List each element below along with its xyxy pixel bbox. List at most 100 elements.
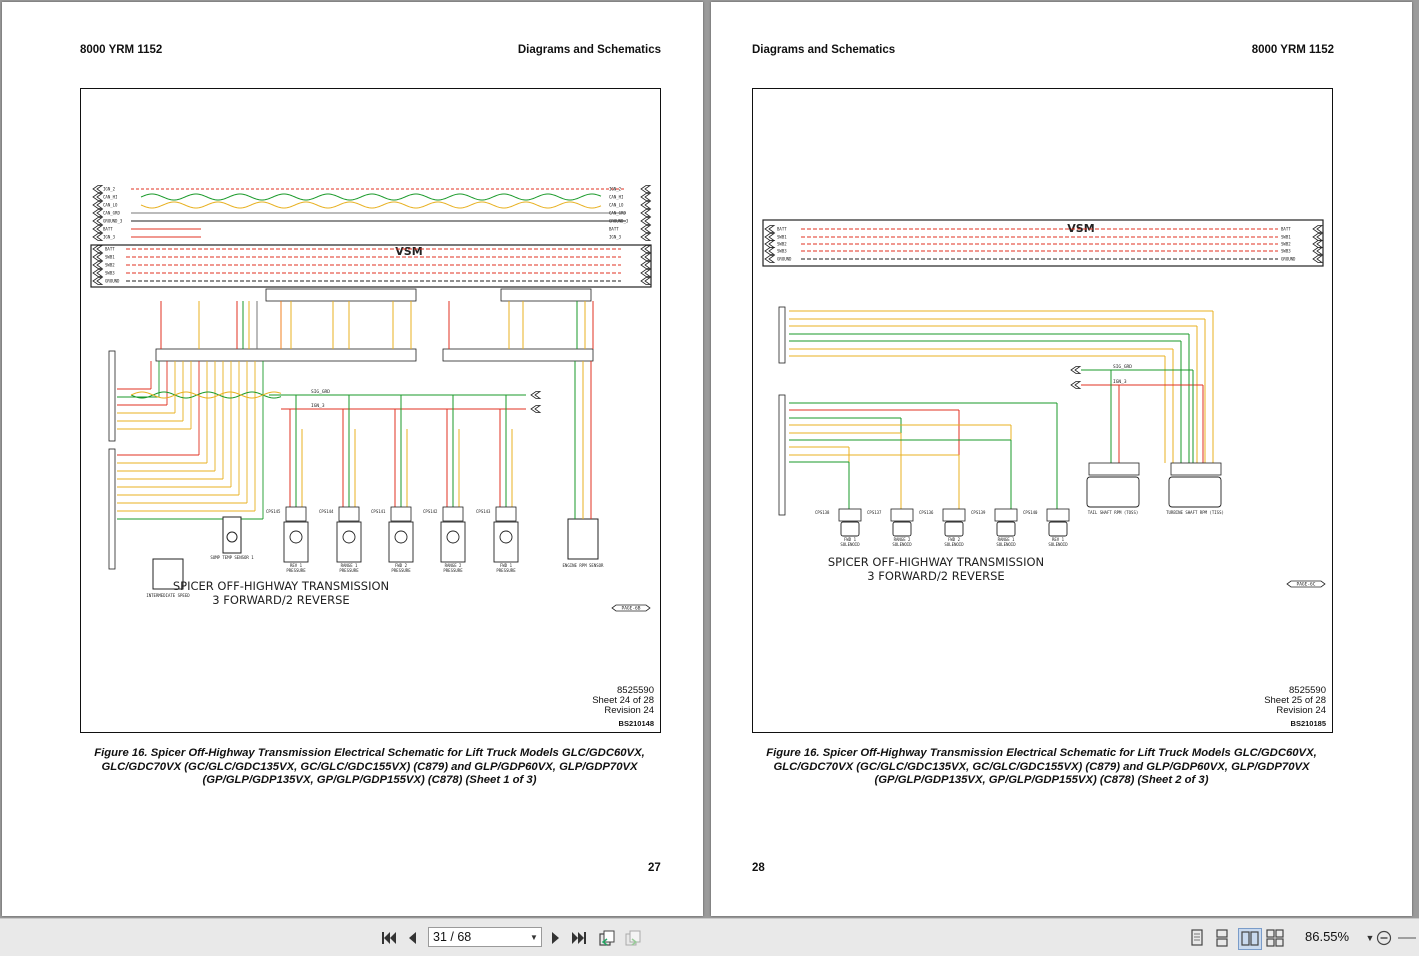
bus-line-label: IGN_2	[609, 187, 622, 192]
two-page-continuous-button[interactable]	[1266, 928, 1284, 948]
vsm-line-label: SWB2	[1281, 242, 1291, 247]
bus-connector-left	[92, 233, 104, 241]
rpm-sensor-label: TAIL SHAFT RPM (TOSS)	[1088, 510, 1139, 515]
solenoid-body	[944, 521, 964, 537]
first-page-button[interactable]	[380, 928, 398, 948]
rpm-sensor-body	[1168, 476, 1222, 508]
rpm-sensor-connector	[1088, 462, 1140, 476]
bus-connector-right	[640, 201, 652, 209]
vsm-connector-left	[764, 240, 776, 248]
page-reference-box	[611, 604, 651, 612]
engine-rpm-sensor	[567, 518, 599, 560]
pressure-sensor-body	[440, 521, 466, 563]
sensor-connector-label: CPS145	[266, 509, 281, 514]
connector-cps128	[108, 448, 116, 570]
skip-back-icon	[382, 932, 396, 944]
vsm-line-label: SWB3	[1281, 249, 1291, 254]
next-view-icon	[625, 930, 641, 946]
twisted-pair-wire	[130, 391, 282, 399]
solenoid-connector	[838, 508, 862, 522]
page-number-input[interactable]: 31 / 68 ▼	[428, 927, 542, 947]
bus-connector-left	[92, 217, 104, 225]
bus-connector-left	[92, 185, 104, 193]
diagram-title: SPICER OFF-HIGHWAY TRANSMISSION	[828, 555, 1044, 569]
vsm-connector-left	[92, 269, 104, 277]
vsm-connector-left	[764, 255, 776, 263]
vsm-connector-left	[764, 233, 776, 241]
sensor-label: FWD 1	[500, 563, 513, 568]
two-page-view-button[interactable]	[1238, 928, 1262, 950]
solenoid-connector	[890, 508, 914, 522]
viewer-toolbar: 31 / 68 ▼ 86.55% ▼	[0, 918, 1419, 956]
vsm-line-label: BATT	[105, 247, 115, 252]
solenoid-label: RANGE 2	[894, 537, 911, 542]
bus-line-label: IGN_3	[609, 235, 622, 240]
sensor-connector-label: CPS143	[476, 509, 491, 514]
bus-connector-right	[640, 193, 652, 201]
zoom-slider[interactable]	[1398, 928, 1416, 948]
diagram-title: SPICER OFF-HIGHWAY TRANSMISSION	[173, 579, 389, 593]
bus-line-label: CAN_HI	[103, 195, 118, 200]
sensor-connector-label: CPS141	[371, 509, 386, 514]
sensor-label: PRESSURE	[391, 568, 411, 573]
bus-connector	[530, 391, 542, 399]
vsm-connector-left	[764, 247, 776, 255]
dropdown-arrow-icon[interactable]: ▼	[530, 932, 538, 942]
pressure-sensor-symbol	[342, 530, 356, 544]
previous-view-button[interactable]	[598, 928, 616, 948]
minus-circle-icon	[1376, 930, 1392, 946]
vsm-connector-right	[1312, 233, 1324, 241]
previous-page-button[interactable]	[404, 928, 420, 948]
pressure-sensor-body	[388, 521, 414, 563]
connector-strip	[155, 348, 417, 362]
vsm-connector-right	[640, 245, 652, 253]
next-page-button[interactable]	[548, 928, 564, 948]
connector-strip	[500, 288, 592, 302]
vsm-connector-right	[1312, 240, 1324, 248]
page-number: 28	[752, 862, 765, 874]
vsm-connector-left	[764, 225, 776, 233]
zoom-slider-track-icon	[1398, 937, 1416, 939]
bus-connector-left	[92, 209, 104, 217]
two-page-icon	[1241, 931, 1259, 946]
last-page-button[interactable]	[570, 928, 588, 948]
solenoid-label: SOLENOID	[892, 542, 912, 547]
single-page-view-button[interactable]	[1189, 928, 1205, 948]
pressure-sensor-symbol	[394, 530, 408, 544]
vsm-module-box	[762, 219, 1324, 267]
drawing-number: 8525590	[617, 685, 654, 696]
wire-label: SIG_GRD	[1113, 364, 1132, 370]
continuous-view-button[interactable]	[1214, 928, 1230, 948]
solenoid-connector-label: CPS140	[1023, 510, 1038, 515]
bus-connector	[1070, 381, 1082, 389]
twisted-pair-wire	[140, 193, 602, 201]
bus-connector-right	[640, 209, 652, 217]
sensor-connector	[495, 506, 517, 522]
solenoid-label: RANGE 1	[998, 537, 1015, 542]
connector-cps128	[778, 394, 786, 516]
solenoid-label: FWD 1	[844, 537, 857, 542]
vsm-connector-left	[92, 277, 104, 285]
document-viewport[interactable]: 8000 YRM 1152 Diagrams and Schematics IG…	[0, 0, 1419, 918]
bus-connector	[530, 405, 542, 413]
connector-cps129	[108, 350, 116, 442]
vsm-line-label: SWB2	[777, 242, 787, 247]
vsm-connector-right	[640, 277, 652, 285]
next-view-button[interactable]	[624, 928, 642, 948]
pdf-page-28: Diagrams and Schematics 8000 YRM 1152 VS…	[711, 2, 1412, 916]
wire-label: IGN_3	[311, 403, 325, 409]
vsm-line-label: BATT	[1281, 227, 1291, 232]
solenoid-connector-label: CPS136	[919, 510, 934, 515]
component-label: INTERMEDIATE SPEED	[146, 593, 190, 598]
sheet-number: Sheet 24 of 28	[592, 695, 654, 706]
zoom-out-button[interactable]	[1376, 928, 1392, 948]
zoom-level[interactable]: 86.55%	[1305, 929, 1350, 944]
bus-connector-right	[640, 185, 652, 193]
page-reference-label: PAGE-6B	[622, 606, 641, 612]
zoom-dropdown-arrow-icon[interactable]: ▼	[1365, 933, 1375, 943]
page-reference-label: PAGE-6C	[1297, 582, 1316, 588]
pdf-page-27: 8000 YRM 1152 Diagrams and Schematics IG…	[2, 2, 703, 916]
bus-line-label: CAN_HI	[609, 195, 624, 200]
skip-forward-icon	[572, 932, 586, 944]
